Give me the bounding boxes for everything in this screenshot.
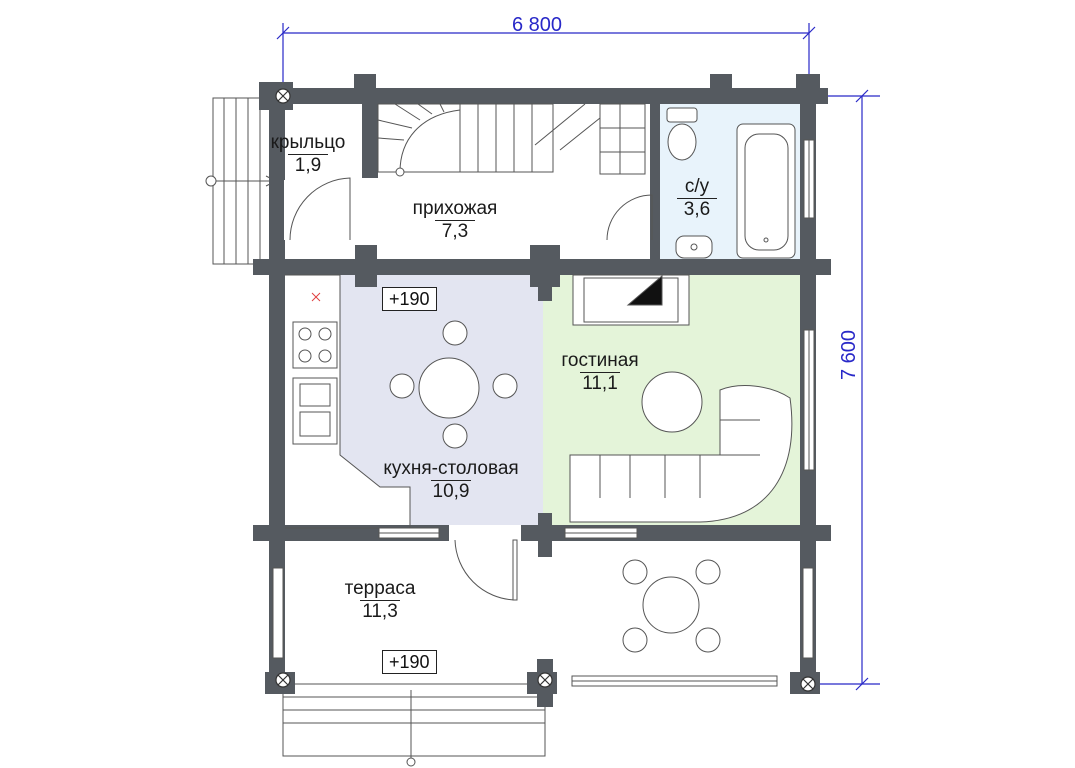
- room-area: 11,3: [360, 600, 400, 623]
- living-furniture: [569, 274, 793, 523]
- room-name: крыльцо: [270, 132, 346, 153]
- kitchen-fixtures: [285, 274, 411, 529]
- room-label-living: гостиная 11,1: [545, 350, 655, 395]
- level-marker: +190: [382, 650, 437, 674]
- staircase: [377, 103, 646, 177]
- room-name: кухня-столовая: [383, 458, 519, 479]
- room-label-kitchen: кухня-столовая 10,9: [365, 458, 537, 503]
- terrace-railings: [272, 567, 814, 687]
- dimension-height-line: [812, 89, 880, 691]
- terrace-steps: [282, 683, 546, 767]
- bathroom-fixtures: [666, 107, 796, 259]
- room-label-porch: крыльцо 1,9: [258, 132, 358, 177]
- porch-steps: [205, 97, 280, 265]
- dimension-width-label: 6 800: [512, 14, 563, 36]
- level-marker: +190: [382, 287, 437, 311]
- doors: [289, 177, 653, 601]
- room-label-hall: прихожая 7,3: [395, 198, 515, 243]
- wall-openings: [284, 139, 815, 541]
- room-label-bath: с/у 3,6: [657, 176, 737, 221]
- room-name: прихожая: [412, 198, 498, 219]
- room-area: 10,9: [431, 480, 471, 502]
- terrace-table-set: [622, 559, 721, 653]
- room-label-terrace: терраса 11,3: [330, 578, 430, 623]
- column-markers: [275, 88, 816, 692]
- room-area: 7,3: [435, 220, 475, 243]
- room-area: 11,1: [580, 372, 620, 395]
- room-area: 3,6: [677, 198, 717, 221]
- room-name: с/у: [684, 176, 710, 197]
- room-name: гостиная: [561, 350, 639, 371]
- dimension-width-line: [276, 23, 816, 88]
- dimension-height-label: 7 600: [838, 329, 860, 380]
- room-area: 1,9: [288, 154, 328, 177]
- dining-set: [389, 320, 518, 449]
- room-name: терраса: [344, 578, 416, 599]
